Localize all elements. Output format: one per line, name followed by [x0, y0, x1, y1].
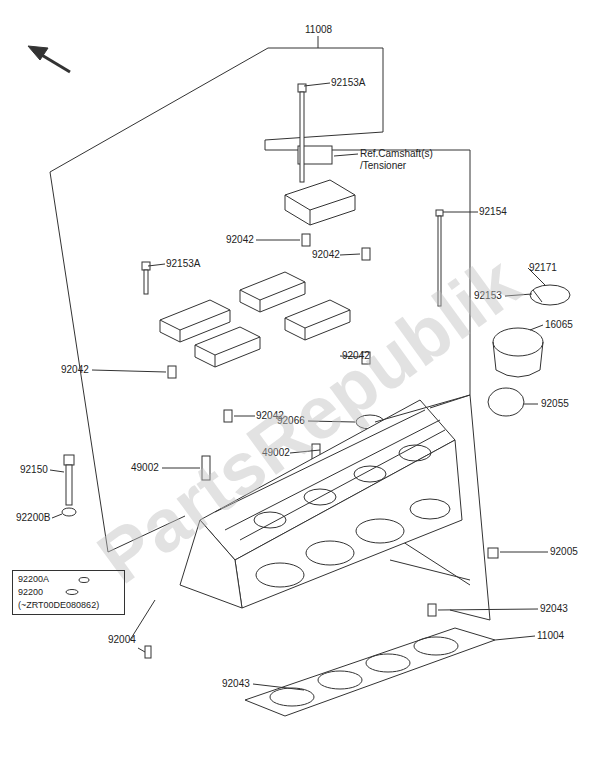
callout-number: 92055 — [541, 398, 569, 410]
callout-number: 11008 — [305, 24, 332, 36]
serial-note: (~ZRT00DE080862) — [18, 600, 119, 611]
callout-number: 92200B — [16, 512, 50, 524]
callout-number: 92150 — [20, 464, 48, 476]
callout-number: 92153A — [331, 77, 365, 89]
callout-number: 92153A — [166, 258, 200, 270]
callout-number: 92171 — [529, 262, 557, 274]
part-number: 92200 — [18, 587, 119, 598]
callout-number: 92154 — [479, 206, 507, 218]
callout-number: 92043 — [222, 678, 250, 690]
callout-number: 11004 — [537, 630, 564, 642]
variant-box: 92200A 92200 (~ZRT00DE080862) — [12, 570, 125, 615]
callout-number: 92042 — [226, 234, 254, 246]
callout-number: 49002 — [131, 462, 159, 474]
callout-number: 92043 — [540, 603, 568, 615]
part-number: 92200A — [18, 574, 119, 585]
callout-number: 92005 — [550, 546, 578, 558]
callout-number: 92042 — [61, 364, 89, 376]
callout-number: 92042 — [312, 249, 340, 261]
callout-number: 16065 — [545, 319, 573, 331]
callout-number: Ref.Camshaft(s) /Tensioner — [360, 148, 442, 172]
callout-number: 92004 — [108, 634, 136, 646]
